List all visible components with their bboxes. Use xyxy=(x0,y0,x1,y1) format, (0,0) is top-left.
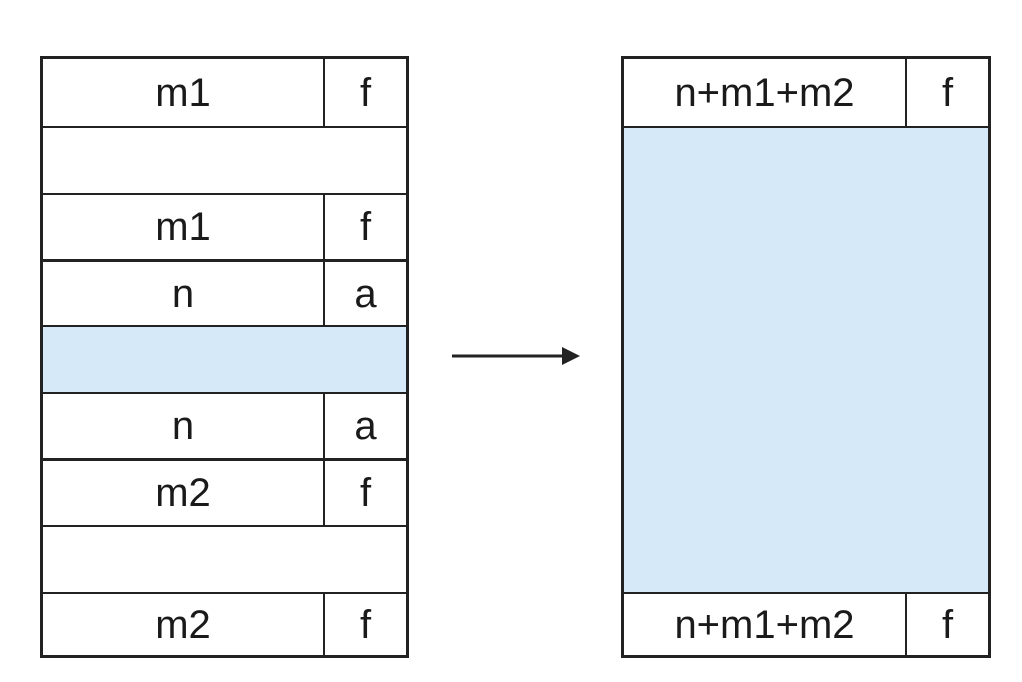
coalesced-block-header: n+m1+m2 f xyxy=(624,59,988,126)
next-free-block-footer: m2 f xyxy=(43,592,406,655)
block-size-label: m1 xyxy=(43,59,325,126)
after-block-stack: n+m1+m2 f n+m1+m2 f xyxy=(621,56,991,658)
freed-block-footer: n a xyxy=(43,392,406,458)
prev-free-block-header: m1 f xyxy=(43,59,406,126)
block-flag-label: f xyxy=(941,602,954,647)
right-arrow-icon xyxy=(452,347,580,365)
block-size-label: m2 xyxy=(43,461,325,525)
block-size-label: n+m1+m2 xyxy=(624,59,907,126)
block-size-label: n xyxy=(43,262,325,325)
block-flag-label: f xyxy=(359,602,372,647)
freed-block-payload xyxy=(43,325,406,392)
block-flag-label: a xyxy=(354,404,377,448)
next-free-block-header: m2 f xyxy=(43,458,406,525)
next-free-block-body xyxy=(43,525,406,592)
block-size-label: n+m1+m2 xyxy=(624,594,907,655)
prev-free-block-footer: m1 f xyxy=(43,193,406,259)
block-flag-label: f xyxy=(359,70,372,115)
before-block-stack: m1 f m1 f n a n a m2 f m2 f xyxy=(40,56,409,658)
block-size-label: m2 xyxy=(43,594,325,655)
block-size-label: m1 xyxy=(43,195,325,259)
block-size-label: n xyxy=(43,394,325,458)
block-flag-label: f xyxy=(359,471,372,515)
freed-block-header: n a xyxy=(43,259,406,325)
block-flag-label: a xyxy=(354,271,377,316)
coalesced-block-payload xyxy=(624,126,988,592)
block-flag-label: f xyxy=(941,70,954,115)
block-flag-label: f xyxy=(359,205,372,249)
prev-free-block-body xyxy=(43,126,406,193)
coalesced-block-footer: n+m1+m2 f xyxy=(624,592,988,655)
